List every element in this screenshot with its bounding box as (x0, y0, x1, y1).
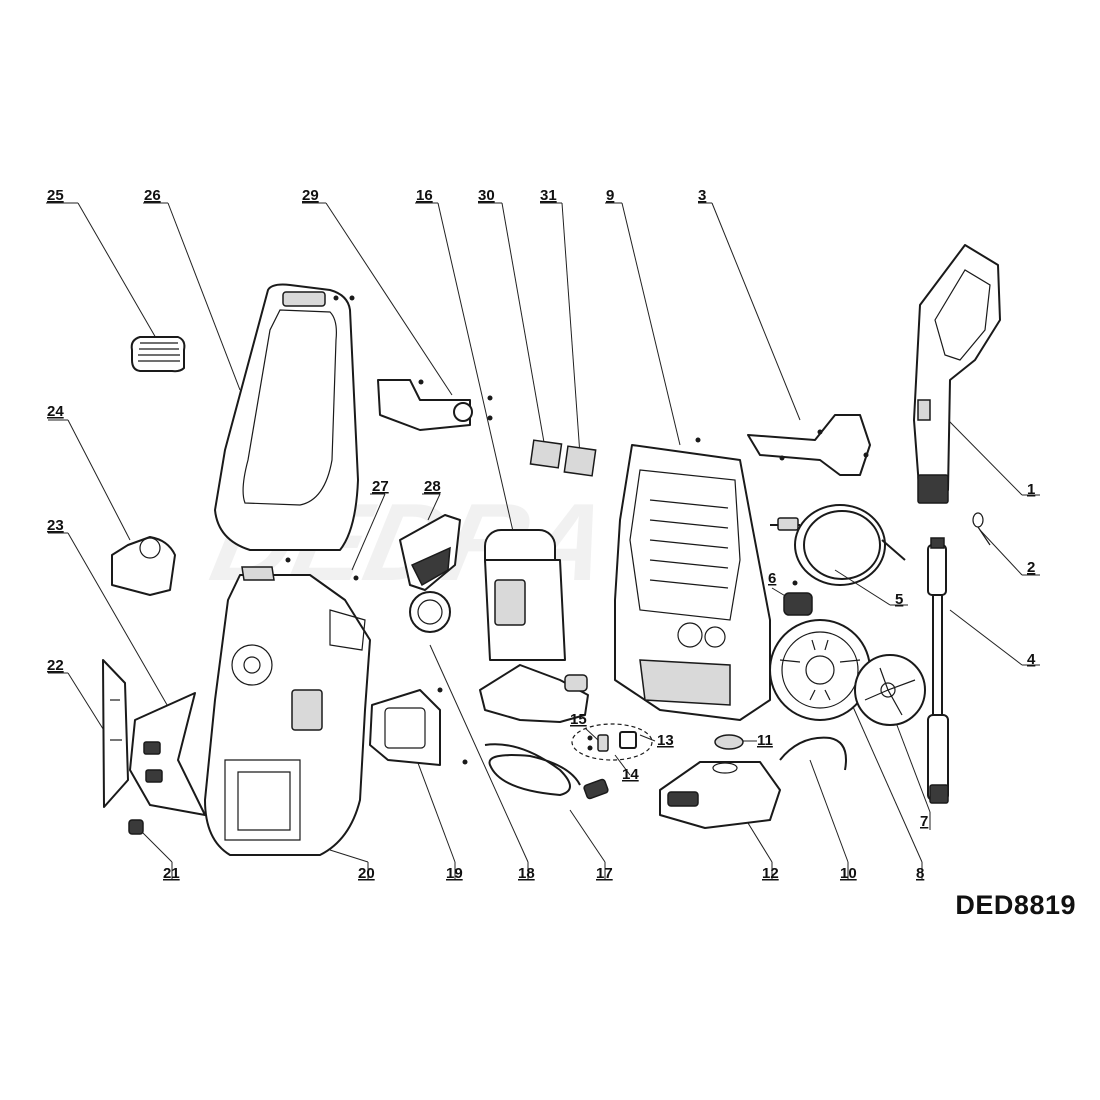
callout-1: 1 (1027, 481, 1035, 498)
hose-holder-part (111, 536, 176, 596)
wheel-part (769, 619, 871, 721)
callout-29: 29 (302, 187, 319, 204)
rear-housing-part (614, 437, 798, 721)
label-sticker-30 (529, 439, 563, 469)
hose-reel-bracket-part (747, 414, 871, 476)
front-trim-part (129, 692, 206, 816)
high-pressure-hose-part (770, 504, 906, 586)
callout-25: 25 (47, 187, 64, 204)
callout-22: 22 (47, 657, 64, 674)
callout-17: 17 (596, 865, 613, 882)
callout-12: 12 (762, 865, 779, 882)
suction-tube-part (779, 736, 847, 771)
callout-18: 18 (518, 865, 535, 882)
detergent-cap-part (714, 734, 744, 750)
socket-panel-part (369, 687, 468, 766)
callout-9: 9 (606, 187, 614, 204)
o-ring-part (972, 512, 991, 546)
callout-23: 23 (47, 517, 64, 534)
hubcap-part (854, 654, 926, 726)
leader-lines (46, 202, 1040, 880)
callout-10: 10 (840, 865, 857, 882)
callout-14: 14 (622, 766, 639, 783)
handle-grip-part (130, 336, 186, 373)
ring-bracket-part (409, 591, 451, 633)
callout-4: 4 (1027, 651, 1036, 668)
callout-8: 8 (916, 865, 924, 882)
callout-15: 15 (570, 711, 587, 728)
callout-24: 24 (47, 403, 64, 420)
callout-7: 7 (920, 813, 928, 830)
detergent-tank-part (659, 761, 781, 829)
callout-13: 13 (657, 732, 674, 749)
spray-gun-part (913, 244, 1001, 504)
callout-27: 27 (372, 478, 389, 495)
callout-3: 3 (698, 187, 706, 204)
cable-hook-part (399, 514, 461, 591)
callout-19: 19 (446, 865, 463, 882)
power-cable-part (484, 743, 609, 800)
switch-kit-part (571, 723, 653, 761)
callout-28: 28 (424, 478, 441, 495)
hose-hook-part (377, 379, 493, 431)
model-number: DED8819 (955, 890, 1076, 920)
spray-lance-part (927, 537, 949, 804)
callout-16: 16 (416, 187, 433, 204)
callout-2: 2 (1027, 559, 1035, 576)
handle-frame-part (214, 283, 359, 551)
label-sticker-31 (563, 445, 597, 477)
callout-31: 31 (540, 187, 557, 204)
callout-20: 20 (358, 865, 375, 882)
callout-5: 5 (895, 591, 903, 608)
switch-knob-part (128, 819, 144, 835)
callout-30: 30 (478, 187, 495, 204)
motor-pump-part (479, 529, 589, 723)
connector-part (783, 592, 813, 616)
front-housing-part (204, 557, 371, 856)
callout-6: 6 (768, 570, 776, 587)
callout-21: 21 (163, 865, 180, 882)
side-trim-part (102, 659, 129, 808)
callout-labels: 25 26 29 16 30 31 9 3 1 2 4 5 6 7 8 10 1… (47, 187, 1036, 882)
callout-26: 26 (144, 187, 161, 204)
callout-11: 11 (757, 732, 773, 749)
